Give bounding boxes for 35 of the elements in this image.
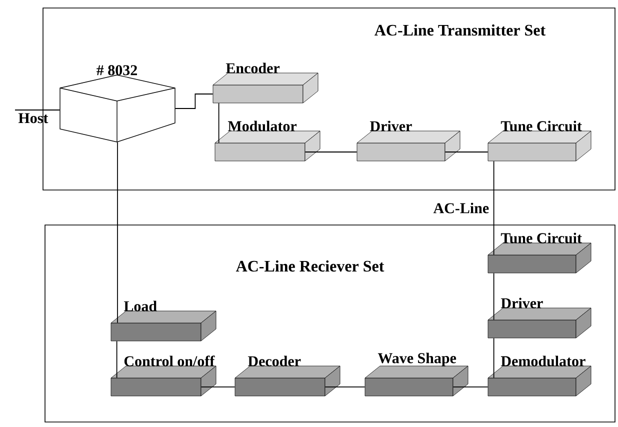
node-label: Wave Shape: [378, 352, 456, 366]
node-label: # 8032: [96, 65, 137, 76]
connector: [200, 386, 236, 388]
cube-drawing: # 8032: [60, 65, 176, 142]
node-label: Modulator: [228, 120, 297, 132]
node-label: Driver: [370, 120, 412, 132]
process-box: Modulator: [214, 120, 320, 162]
process-box: Driver: [488, 298, 592, 338]
node-label: Control on/off: [124, 356, 215, 366]
connector: [324, 386, 366, 388]
node-label: Tune Circuit: [500, 232, 582, 244]
process-box: Tune Circuit: [488, 232, 592, 274]
connector: [117, 142, 118, 324]
connector: [493, 272, 494, 320]
node-label: Encoder: [226, 62, 280, 74]
node-label: Tune Circuit: [500, 120, 582, 132]
node-label: Driver: [500, 298, 543, 308]
process-box: Load: [110, 300, 216, 342]
process-box: Driver: [356, 120, 460, 162]
connector: [493, 338, 494, 378]
process-box: Decoder: [234, 356, 340, 396]
process-box: Demodulator: [488, 356, 592, 396]
edge-label: AC-Line: [432, 201, 491, 215]
connector: [452, 386, 488, 388]
node-label: Load: [124, 300, 157, 312]
node-label: Demodulator: [500, 356, 586, 366]
connector: [218, 102, 220, 144]
process-box: Control on/off: [110, 356, 216, 396]
process-box: Tune Circuit: [488, 120, 592, 162]
connector: [493, 160, 494, 256]
node-label: Decoder: [248, 356, 301, 366]
connector: [116, 340, 118, 378]
process-box: Encoder: [212, 62, 318, 104]
connector: [174, 94, 214, 109]
process-box: Wave Shape: [364, 352, 468, 396]
